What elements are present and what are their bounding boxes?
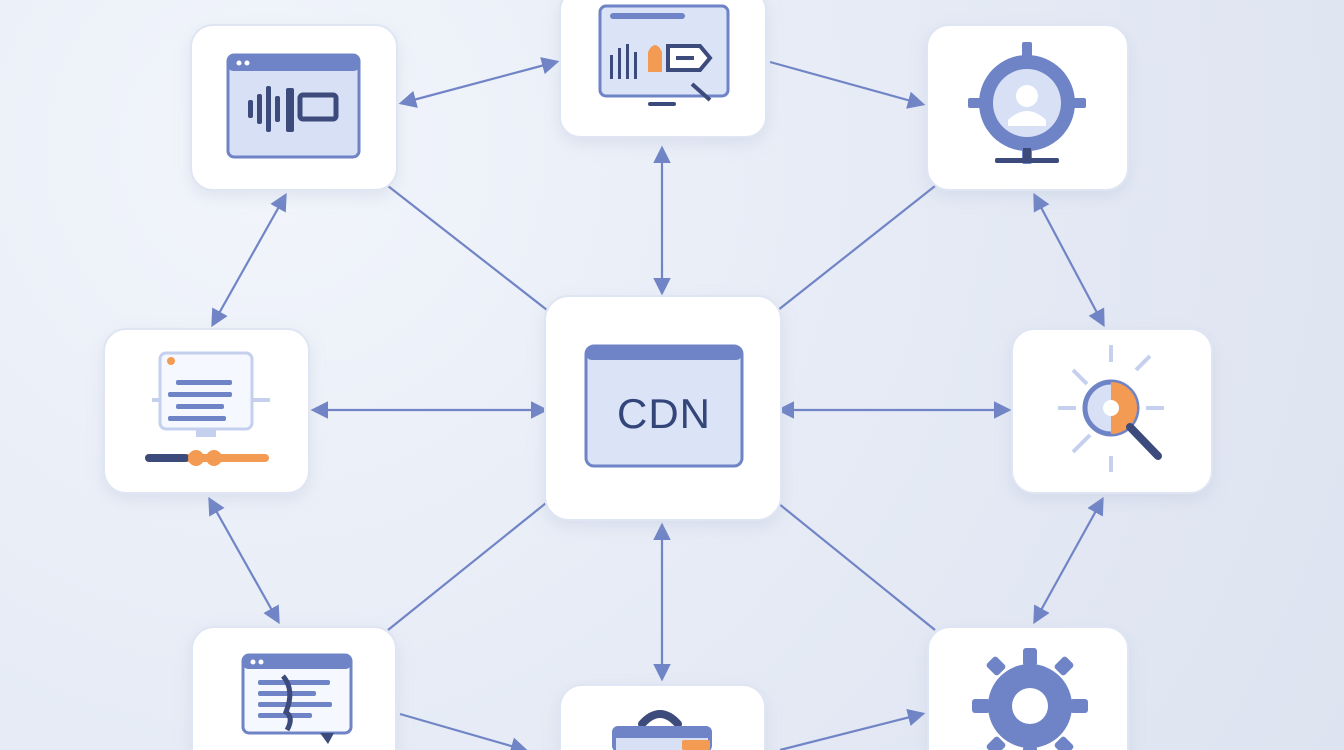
search-analytics-icon: [1058, 345, 1164, 472]
user-settings-gear-icon: [968, 42, 1086, 164]
node-top-center[interactable]: [559, 0, 767, 138]
node-bottom-left[interactable]: [191, 626, 397, 750]
line-center-top-left: [387, 185, 557, 318]
storage-device-icon: [612, 710, 712, 750]
cdn-label: CDN: [617, 390, 711, 437]
browser-dashboard-icon: [598, 4, 730, 106]
cdn-screen-bar: [586, 346, 742, 360]
cdn-node[interactable]: CDN: [544, 295, 782, 521]
node-top-left[interactable]: [190, 24, 398, 191]
audio-waveform-window-icon: [226, 53, 361, 159]
node-mid-left[interactable]: [103, 328, 310, 494]
line-center-bottom-right: [767, 494, 936, 631]
arrow-mid-left-bottom-left: [208, 496, 280, 625]
node-top-right[interactable]: [926, 24, 1129, 191]
arrow-top-left-top-center: [398, 57, 560, 108]
node-mid-right[interactable]: [1011, 328, 1213, 494]
arrow-top-center-top-right: [769, 60, 926, 109]
document-window-icon: [241, 653, 353, 744]
server-dashboard-icon: [145, 351, 270, 466]
node-bottom-center[interactable]: [559, 684, 766, 750]
settings-gear-icon: [972, 648, 1088, 750]
arrow-bottom-center-bottom-right: [779, 708, 926, 750]
line-center-top-right: [767, 185, 936, 319]
arrow-mid-right-bottom-right: [1033, 496, 1104, 625]
arrow-top-right-mid-right: [1033, 192, 1105, 328]
arrow-top-left-mid-left: [211, 192, 287, 328]
node-bottom-right[interactable]: [927, 626, 1129, 750]
line-center-bottom-left: [387, 494, 557, 631]
arrow-bottom-left-bottom-center: [399, 712, 529, 750]
